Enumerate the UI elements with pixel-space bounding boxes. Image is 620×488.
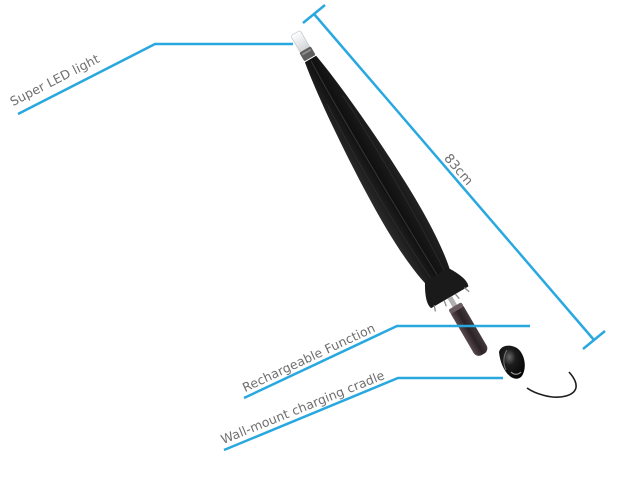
cradle-body <box>499 345 525 379</box>
led-callout-line <box>17 42 293 116</box>
rechargeable-callout-line <box>243 324 530 400</box>
canopy-fold <box>342 95 447 275</box>
rib-tip <box>454 293 460 300</box>
cradle-callout-line <box>223 376 503 452</box>
rib-tip <box>463 287 470 293</box>
canopy-fold <box>327 104 434 282</box>
umbrella <box>291 30 488 356</box>
dimension-cap-bottom <box>582 330 606 350</box>
length-dimension <box>302 4 606 350</box>
rib-tip <box>433 305 437 312</box>
rib-tip <box>443 300 447 307</box>
charging-cradle <box>499 345 525 379</box>
umbrella-handle <box>450 304 488 356</box>
handle-cap <box>449 302 464 314</box>
canopy-fold <box>310 60 441 281</box>
umbrella-canopy <box>304 55 452 289</box>
cradle-highlight <box>503 349 508 371</box>
cradle-rim <box>510 371 522 375</box>
canopy-flare <box>424 268 469 309</box>
led-collar <box>299 46 316 61</box>
led-collar-highlight <box>301 48 312 56</box>
dimension-cap-top <box>302 4 326 24</box>
wrist-strap <box>526 371 577 398</box>
dimension-line <box>313 13 595 341</box>
